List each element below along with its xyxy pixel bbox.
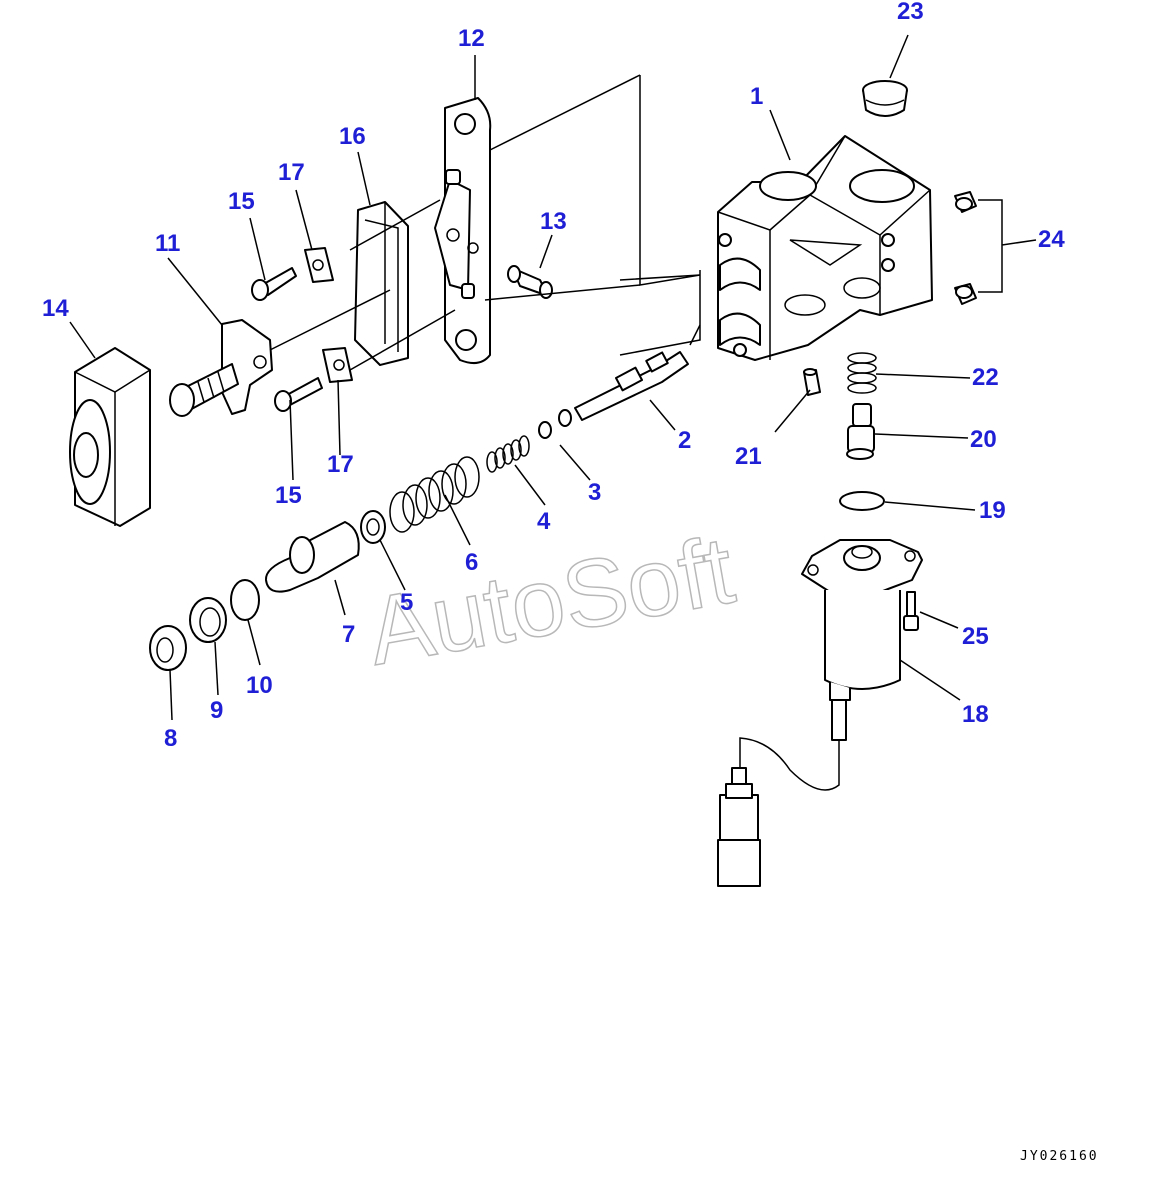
callout-15-lower: 15 bbox=[275, 482, 302, 509]
callout-20: 20 bbox=[970, 426, 997, 453]
callout-16: 16 bbox=[339, 123, 366, 150]
callout-15-upper: 15 bbox=[228, 188, 255, 215]
part-12-link-plate bbox=[434, 97, 492, 365]
part-10-o-ring bbox=[230, 579, 260, 621]
part-21-plug bbox=[803, 368, 821, 396]
watermark-text: AutoSoft bbox=[360, 516, 741, 685]
part-17-gasket-upper bbox=[304, 247, 334, 283]
callout-18: 18 bbox=[962, 701, 989, 728]
callout-2: 2 bbox=[678, 427, 691, 454]
part-2-spool bbox=[574, 351, 689, 421]
callout-12: 12 bbox=[458, 25, 485, 52]
callout-22: 22 bbox=[972, 364, 999, 391]
part-1-valve-body bbox=[619, 135, 933, 361]
part-15-bolt-upper bbox=[251, 267, 297, 301]
callout-labels: 1 2 3 4 5 6 7 8 9 10 11 12 13 14 15 15 1… bbox=[42, 0, 1065, 752]
part-22-spring bbox=[847, 352, 877, 394]
part-15-bolt-lower bbox=[274, 377, 323, 412]
callout-1: 1 bbox=[750, 83, 763, 110]
callout-17-upper: 17 bbox=[278, 159, 305, 186]
part-16-cover bbox=[354, 201, 409, 366]
callout-25: 25 bbox=[962, 623, 989, 650]
callout-23: 23 bbox=[897, 0, 924, 25]
callout-8: 8 bbox=[164, 725, 177, 752]
part-6-spring bbox=[389, 456, 480, 533]
callout-19: 19 bbox=[979, 497, 1006, 524]
callout-11: 11 bbox=[155, 230, 180, 257]
callout-3: 3 bbox=[588, 479, 601, 506]
part-20-valve bbox=[846, 403, 875, 460]
part-18-solenoid bbox=[717, 539, 923, 887]
part-4-spring bbox=[486, 435, 530, 473]
part-14-end-cover bbox=[69, 347, 151, 527]
part-24-plugs bbox=[954, 191, 977, 305]
part-23-plug bbox=[862, 80, 908, 117]
callout-6: 6 bbox=[465, 549, 478, 576]
callout-17-lower: 17 bbox=[327, 451, 354, 478]
callout-9: 9 bbox=[210, 697, 223, 724]
part-25-bolt bbox=[903, 591, 919, 631]
callout-4: 4 bbox=[537, 508, 551, 535]
callout-14: 14 bbox=[42, 295, 69, 322]
part-17-gasket-lower bbox=[322, 347, 353, 383]
callout-7: 7 bbox=[342, 621, 355, 648]
callout-24: 24 bbox=[1038, 226, 1065, 253]
part-7-piston bbox=[264, 521, 360, 593]
leader-lines bbox=[69, 34, 1037, 721]
callout-10: 10 bbox=[246, 672, 273, 699]
part-3-rings bbox=[538, 409, 572, 439]
part-19-o-ring bbox=[839, 491, 885, 511]
part-13-pin bbox=[507, 265, 553, 299]
part-8-cap bbox=[149, 625, 187, 671]
callout-21: 21 bbox=[735, 443, 762, 470]
drawing-code: JY026160 bbox=[1020, 1149, 1099, 1164]
part-9-ring bbox=[189, 597, 227, 643]
part-5-retainer bbox=[360, 510, 386, 544]
part-11-lever bbox=[169, 319, 273, 417]
callout-5: 5 bbox=[400, 589, 413, 616]
callout-13: 13 bbox=[540, 208, 567, 235]
